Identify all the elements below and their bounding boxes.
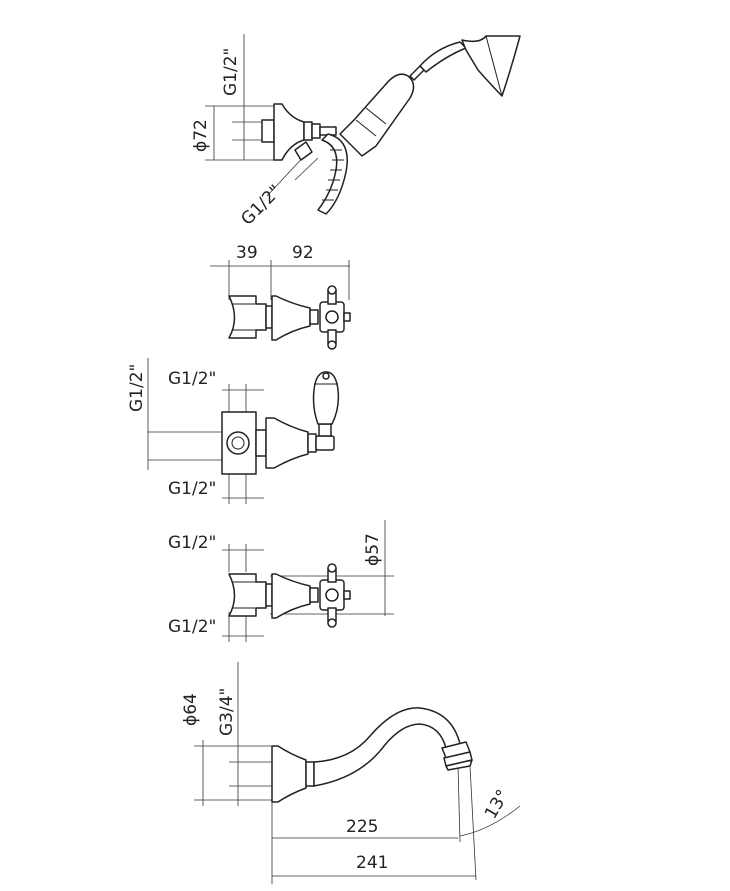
spout-thread-label: G3/4" xyxy=(217,688,237,736)
hs-thread-top-label: G1/2" xyxy=(221,48,241,96)
spout-angle-label: 13° xyxy=(481,786,513,822)
hs-diameter-label: ϕ72 xyxy=(191,119,211,152)
cross-valve-top: 39 92 xyxy=(210,243,351,350)
cross-valve-bottom: G1/2" G1/2" ϕ57 xyxy=(168,520,394,642)
spout-diameter-label: ϕ64 xyxy=(181,693,201,726)
dim-241-label: 241 xyxy=(356,853,388,873)
bv-thread-in-top-label: G1/2" xyxy=(168,533,216,553)
hand-shower-assembly: G1/2" ϕ72 G1/2" xyxy=(191,34,521,230)
div-thread-side-label: G1/2" xyxy=(127,364,147,412)
bv-diameter-label: ϕ57 xyxy=(363,533,383,566)
bath-spout: ϕ64 G3/4" 225 241 13° xyxy=(181,662,521,884)
div-thread-in-bottom-label: G1/2" xyxy=(168,479,216,499)
dim-92-label: 92 xyxy=(292,243,314,263)
diverter-valve: G1/2" G1/2" G1/2" xyxy=(127,358,340,504)
dim-39-label: 39 xyxy=(236,243,258,263)
bv-thread-in-bottom-label: G1/2" xyxy=(168,617,216,637)
hs-thread-outlet-label: G1/2" xyxy=(237,181,285,229)
dim-225-label: 225 xyxy=(346,817,378,837)
div-thread-in-top-label: G1/2" xyxy=(168,369,216,389)
